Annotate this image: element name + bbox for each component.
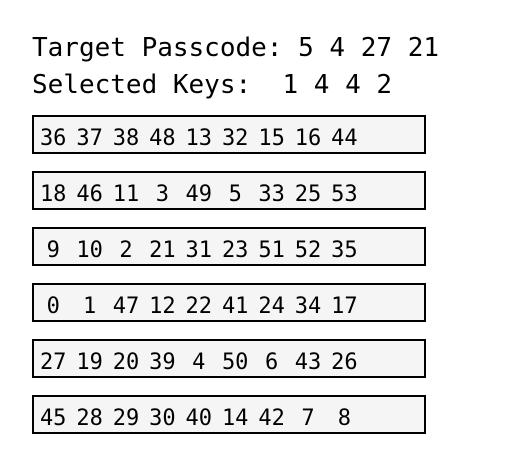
selected-key-1: 1 <box>282 70 299 100</box>
key-number: 24 <box>258 294 285 319</box>
key-number: 20 <box>112 350 140 375</box>
key-number: 30 <box>149 406 176 431</box>
target-code-4: 21 <box>407 33 440 63</box>
key-number: 21 <box>149 238 176 263</box>
key-number: 17 <box>331 294 358 319</box>
key-number: 7 <box>301 406 315 431</box>
key-row-2[interactable]: 18 46 11 3 49 5 33 25 53 <box>32 171 426 210</box>
key-number: 41 <box>221 294 249 319</box>
key-number: 22 <box>185 294 213 319</box>
key-number: 15 <box>258 126 285 151</box>
key-number: 18 <box>39 182 67 207</box>
key-number: 47 <box>112 294 140 319</box>
key-number: 34 <box>294 294 322 319</box>
key-number: 10 <box>76 238 103 263</box>
key-number: 45 <box>39 406 67 431</box>
target-code-3: 27 <box>360 33 393 63</box>
key-number: 12 <box>149 294 176 319</box>
key-number: 42 <box>258 406 285 431</box>
key-number: 0 <box>46 294 60 319</box>
key-number: 51 <box>258 238 285 263</box>
key-row-3[interactable]: 9 10 2 21 31 23 51 52 35 <box>32 227 426 266</box>
key-number: 32 <box>221 126 249 151</box>
key-number: 6 <box>264 350 279 375</box>
key-number: 3 <box>155 182 169 207</box>
key-number: 35 <box>331 238 358 263</box>
key-number: 53 <box>331 182 358 207</box>
key-number: 19 <box>76 350 103 375</box>
key-row-5[interactable]: 27 19 20 39 4 50 6 43 26 <box>32 339 426 378</box>
key-number: 14 <box>221 406 249 431</box>
key-number: 5 <box>228 182 242 207</box>
selected-key-2: 4 <box>313 70 330 100</box>
key-number: 43 <box>294 350 322 375</box>
key-number: 8 <box>337 406 351 431</box>
key-number: 46 <box>76 182 103 207</box>
key-number: 9 <box>46 238 60 263</box>
key-number: 25 <box>294 182 322 207</box>
key-number: 27 <box>39 350 67 375</box>
selected-key-4: 2 <box>376 70 393 100</box>
key-number: 44 <box>331 126 358 151</box>
key-number: 33 <box>258 182 285 207</box>
key-number: 50 <box>221 350 249 375</box>
key-number: 48 <box>149 126 176 151</box>
key-number: 40 <box>185 406 213 431</box>
key-number: 26 <box>331 350 358 375</box>
target-code-1: 5 <box>298 33 314 63</box>
key-number: 29 <box>112 406 140 431</box>
key-number: 37 <box>76 126 103 151</box>
key-number: 36 <box>39 126 67 151</box>
key-number: 52 <box>294 238 322 263</box>
key-number: 38 <box>112 126 140 151</box>
key-number: 49 <box>185 182 213 207</box>
selected-keys: Selected Keys: 1 4 4 2 <box>32 68 392 102</box>
key-number: 4 <box>192 350 206 375</box>
selected-key-3: 4 <box>345 70 361 100</box>
key-number: 23 <box>221 238 249 263</box>
key-number: 1 <box>82 294 97 319</box>
key-row-1[interactable]: 36 37 38 48 13 32 15 16 44 <box>32 115 426 154</box>
key-number: 11 <box>112 182 140 207</box>
key-number: 39 <box>149 350 176 375</box>
selected-keys-label: Selected Keys: <box>32 70 252 100</box>
key-number: 16 <box>294 126 322 151</box>
target-passcode-label: Target Passcode: <box>32 33 283 63</box>
target-code-2: 4 <box>329 33 346 63</box>
key-number: 28 <box>76 406 103 431</box>
target-passcode: Target Passcode: 5 4 27 21 <box>32 31 439 65</box>
key-number: 2 <box>119 238 133 263</box>
key-number: 13 <box>185 126 213 151</box>
key-number: 31 <box>185 238 213 263</box>
